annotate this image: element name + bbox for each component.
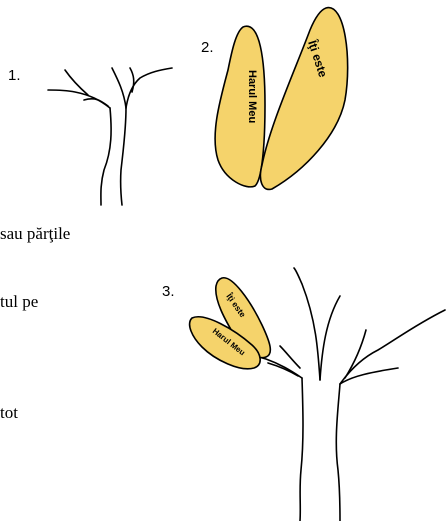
step-2-label: 2. — [201, 39, 214, 56]
text-fragment-1: sau părţile — [0, 224, 70, 243]
leaf-iti-este — [260, 8, 347, 190]
text-fragment-2: tul pe — [0, 292, 38, 311]
leaf-label-harul-meu: Harul Meu — [246, 70, 258, 123]
text-fragment-3: tot — [0, 403, 18, 422]
tree-with-leaves: Îţi este Harul Meu — [190, 268, 445, 521]
step-3-label: 3. — [162, 283, 175, 300]
step-1-label: 1. — [8, 67, 21, 84]
bare-tree-small — [48, 68, 172, 205]
leaf-pair-large: Harul Meu Îţi este — [215, 8, 348, 190]
